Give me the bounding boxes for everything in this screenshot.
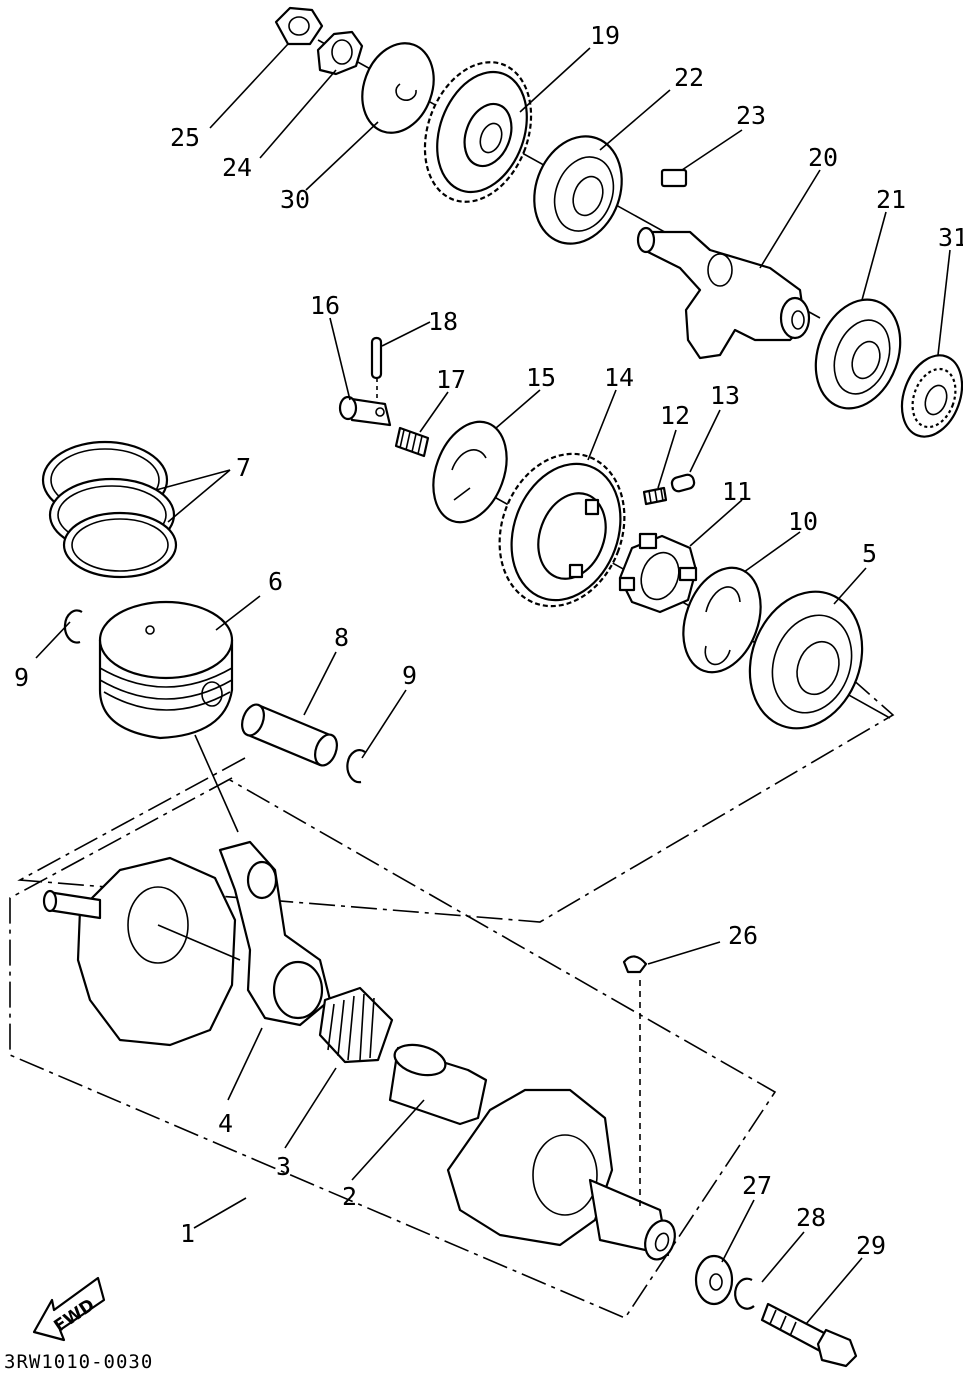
callout-28: 28 xyxy=(796,1203,826,1232)
crank-web-left xyxy=(42,856,241,1047)
callout-12: 12 xyxy=(660,401,690,430)
crank-pin-part-2 xyxy=(388,1043,488,1126)
balancer-drive-gear-group xyxy=(338,336,891,730)
bearing-part-5 xyxy=(748,590,864,730)
callout-7: 7 xyxy=(236,453,251,482)
callout-25: 25 xyxy=(170,123,200,152)
callout-22: 22 xyxy=(674,63,704,92)
needle-bearing-part-31 xyxy=(900,354,963,438)
callout-17: 17 xyxy=(436,365,466,394)
callout-8: 8 xyxy=(334,623,349,652)
callout-16: 16 xyxy=(310,291,340,320)
callout-9-right: 9 xyxy=(402,661,417,690)
pin-part-13 xyxy=(670,473,696,493)
callout-11: 11 xyxy=(722,477,752,506)
needle-bearing-part-3 xyxy=(318,986,394,1064)
washer-part-27 xyxy=(694,1254,734,1306)
callout-23: 23 xyxy=(736,101,766,130)
plate-part-10 xyxy=(682,566,762,674)
pin-part-18 xyxy=(370,336,383,380)
pin-part-16 xyxy=(338,395,392,427)
callout-20: 20 xyxy=(808,143,838,172)
bearing-part-21 xyxy=(814,298,902,410)
lock-washer-part-24 xyxy=(316,30,364,76)
forward-arrow-icon xyxy=(32,1276,106,1342)
spring-part-12 xyxy=(642,486,668,506)
spring-part-17 xyxy=(394,426,430,458)
forward-direction-badge: FWD xyxy=(32,1276,106,1342)
callout-2: 2 xyxy=(342,1182,357,1211)
piston-pin-part-8 xyxy=(241,703,338,767)
piston-group xyxy=(41,440,366,833)
key-part-23 xyxy=(660,168,688,188)
balancer-shaft-part-20 xyxy=(636,226,811,360)
crankshaft-group xyxy=(42,840,858,1368)
plate-washer-part-30 xyxy=(361,42,435,134)
leader-lines xyxy=(35,43,951,1325)
callout-15: 15 xyxy=(526,363,556,392)
crank-web-right xyxy=(446,1088,676,1261)
drawing-code: 3RW1010-0030 xyxy=(4,1351,153,1373)
callout-10: 10 xyxy=(788,507,818,536)
callout-labels: 1 2 3 4 5 6 7 8 9 9 10 11 12 13 14 15 16… xyxy=(14,21,963,1260)
callout-31: 31 xyxy=(938,223,963,252)
spring-washer-part-28 xyxy=(734,1277,755,1310)
nut-part-25 xyxy=(274,6,324,46)
connecting-rod-part-4 xyxy=(218,840,332,1027)
gear-part-14 xyxy=(498,452,626,608)
callout-19: 19 xyxy=(590,21,620,50)
woodruff-key-part-26 xyxy=(622,955,648,974)
callout-14: 14 xyxy=(604,363,634,392)
callout-26: 26 xyxy=(728,921,758,950)
callout-3: 3 xyxy=(276,1152,291,1181)
balancer-shaft-group xyxy=(274,6,963,438)
hub-part-11 xyxy=(618,532,698,614)
piston-rings-part-7 xyxy=(41,440,178,579)
callout-6: 6 xyxy=(268,567,283,596)
crankshaft-assembly-boundary xyxy=(9,654,895,1319)
plate-part-15 xyxy=(432,420,508,524)
callout-5: 5 xyxy=(862,539,877,568)
callout-18: 18 xyxy=(428,307,458,336)
callout-29: 29 xyxy=(856,1231,886,1260)
piston-part-6 xyxy=(98,600,234,740)
callout-30: 30 xyxy=(280,185,310,214)
circlip-part-9b xyxy=(346,749,366,784)
balancer-gear-part-19 xyxy=(423,61,533,203)
circlip-part-9a xyxy=(63,609,83,644)
callout-21: 21 xyxy=(876,185,906,214)
bearing-part-22 xyxy=(533,135,623,245)
callout-27: 27 xyxy=(742,1171,772,1200)
callout-9-left: 9 xyxy=(14,663,29,692)
bolt-part-29 xyxy=(760,1302,858,1368)
callout-1: 1 xyxy=(180,1219,195,1248)
callout-24: 24 xyxy=(222,153,252,182)
callout-13: 13 xyxy=(710,381,740,410)
callout-4: 4 xyxy=(218,1109,233,1138)
